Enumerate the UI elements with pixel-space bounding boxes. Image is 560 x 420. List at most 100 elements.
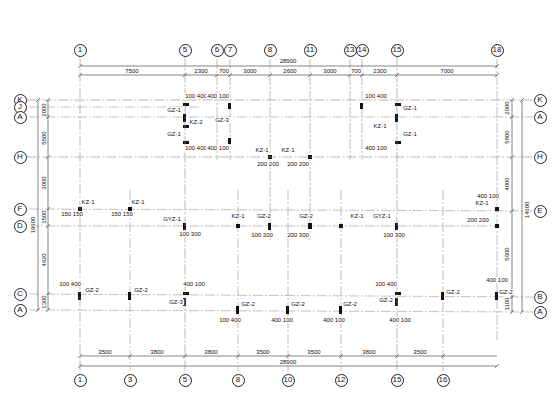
dimension-text: 100 400 — [374, 281, 398, 287]
axis-bubble: 3 — [124, 374, 137, 387]
column-tag: KZ-1 — [349, 213, 364, 219]
column-tag: KZ-1 — [230, 213, 245, 219]
dimension-text: 100 400 — [184, 93, 208, 99]
axis-label: A — [537, 113, 542, 121]
column-tag: GYZ-1 — [162, 216, 182, 222]
dimension-text: 150 150 — [110, 211, 134, 217]
dimension-text: 400 100 — [322, 317, 346, 323]
column-tag: GZ-2 — [133, 287, 149, 293]
dimension-text: 19600 — [30, 216, 36, 235]
dimension-text: 2000 — [41, 102, 47, 117]
column-tag: KZ-1 — [372, 123, 387, 129]
axis-label: K — [537, 96, 542, 104]
dimension-text: 400 100 — [485, 277, 509, 283]
axis-bubble: 5 — [179, 374, 192, 387]
axis-bubble: B — [534, 291, 547, 304]
dimension-text: 400 100 — [270, 317, 294, 323]
column-tag: KZ-1 — [254, 147, 269, 153]
dimension-text: 400 100 — [388, 317, 412, 323]
dimension-text: 3800 — [203, 349, 218, 355]
column-tag: GZ-3 — [168, 299, 184, 305]
axis-bubble: 8 — [264, 44, 277, 57]
axis-label: 12 — [337, 376, 346, 384]
column-tag: GZ-2 — [298, 213, 314, 219]
dimension-text: 5800 — [504, 129, 510, 144]
dimension-text: 400 100 — [206, 145, 230, 151]
column-tag: GZ-2 — [445, 289, 461, 295]
axis-bubble: 18 — [491, 44, 504, 57]
dimension-text: 3800 — [361, 349, 376, 355]
axis-bubble: F — [14, 203, 27, 216]
dimension-text: 4000 — [504, 176, 510, 191]
axis-bubble: A — [534, 111, 547, 124]
column-tag: GZ-1 — [166, 107, 182, 113]
dimension-text: 1100 — [504, 297, 510, 312]
grid-line — [397, 57, 398, 374]
axis-label: A — [17, 306, 22, 314]
axis-label: 14 — [358, 46, 367, 54]
dimension-text: 1500 — [41, 209, 47, 224]
column-tag: KZ-2 — [188, 119, 203, 125]
dimension-text: 700 — [350, 68, 362, 74]
dimension-text: 100 400 — [364, 93, 388, 99]
axis-label: 3 — [128, 376, 132, 384]
dimension-text: 14600 — [524, 201, 530, 220]
dimension-text: 200 200 — [256, 161, 280, 167]
dimension-text: 100 300 — [250, 232, 274, 238]
axis-label: C — [17, 290, 23, 298]
axis-bubble: 10 — [282, 374, 295, 387]
dimension-text: 7000 — [439, 68, 454, 74]
column-tag: GYZ-1 — [372, 213, 392, 219]
axis-label: H — [537, 153, 543, 161]
dimension-text: 3800 — [149, 349, 164, 355]
dimension-text: 200 200 — [466, 217, 490, 223]
column-tag: GZ-2 — [378, 297, 394, 303]
dimension-text: 3000 — [41, 175, 47, 190]
dimension-text: 400 100 — [206, 93, 230, 99]
dimension-text: 150 150 — [60, 211, 84, 217]
column-tag: GZ-2 — [256, 213, 272, 219]
axis-label: H — [17, 153, 23, 161]
grid-line — [185, 57, 186, 374]
axis-label: E — [537, 207, 542, 215]
axis-label: F — [18, 205, 23, 213]
axis-label: B — [537, 293, 542, 301]
axis-bubble: 8 — [232, 374, 245, 387]
axis-bubble: 5 — [179, 44, 192, 57]
dimension-text: 28900 — [279, 58, 298, 64]
axis-label: 8 — [268, 46, 272, 54]
axis-bubble: A — [14, 304, 27, 317]
dimension-text: 3000 — [242, 68, 257, 74]
axis-bubble: A — [14, 111, 27, 124]
dimension-text: 3500 — [412, 349, 427, 355]
column-tag: GZ-2 — [84, 287, 100, 293]
dimension-text: 100 400 — [218, 317, 242, 323]
column-tag: KZ-1 — [80, 199, 95, 205]
dimension-text: 5600 — [504, 246, 510, 261]
axis-label: 1 — [78, 46, 82, 54]
dimension-text: 2600 — [282, 68, 297, 74]
dimension-text: 3500 — [306, 349, 321, 355]
axis-bubble: A — [534, 306, 547, 319]
dimension-text: 400 100 — [182, 281, 206, 287]
dimension-text: 2000 — [504, 100, 510, 115]
dimension-text: 400 100 — [476, 193, 500, 199]
column-tag: GZ-2 — [498, 289, 514, 295]
axis-bubble: 15 — [391, 44, 404, 57]
axis-bubble: E — [534, 205, 547, 218]
grid-line — [27, 157, 534, 158]
dimension-text: 100 300 — [382, 232, 406, 238]
axis-bubble: 12 — [335, 374, 348, 387]
axis-bubble: D — [14, 220, 27, 233]
dimension-text: 3000 — [322, 68, 337, 74]
dimension-text: 700 — [218, 68, 230, 74]
dimension-text: 7500 — [124, 68, 139, 74]
column-tag: KZ-1 — [280, 147, 295, 153]
grid-line — [27, 100, 534, 101]
column-tag: GZ-1 — [166, 131, 182, 137]
dimension-text: 200 200 — [286, 161, 310, 167]
axis-label: 13 — [346, 46, 355, 54]
column-tag: GZ-2 — [342, 301, 358, 307]
axis-label: 6 — [215, 46, 219, 54]
axis-label: A — [537, 308, 542, 316]
